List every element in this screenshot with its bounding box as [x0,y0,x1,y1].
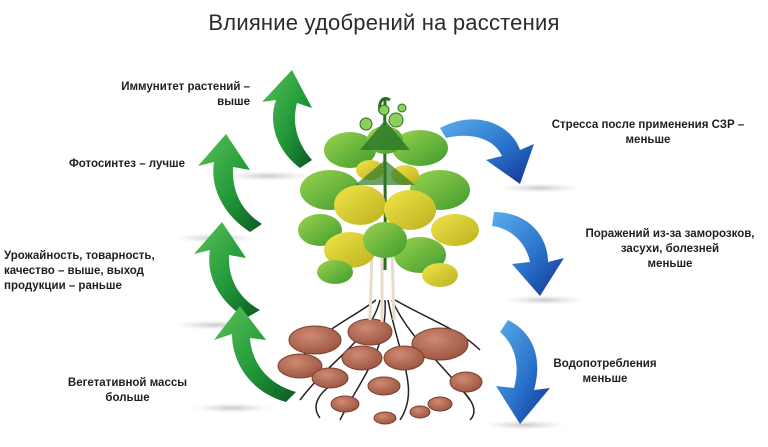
plant-stems [368,249,396,322]
effect-line: Иммунитет растений – [121,81,250,93]
plant-foliage [298,97,479,287]
blue-down-arrow-icon [440,119,534,184]
effect-photosynthesis-label: Фотосинтез – лучше [50,157,185,172]
effect-line: Поражений из-за заморозков, [585,228,755,240]
effect-line: меньше [625,134,671,146]
green-up-arrow-icon [262,70,312,168]
effect-line: засухи, болезней [620,243,720,255]
green-up-arrow-icon [214,306,296,402]
effect-line: больше [105,392,150,404]
effect-line: Вегетативной массы [67,377,188,389]
effect-immunity-label: Иммунитет растений – выше [108,80,250,110]
green-up-arrow-icon [194,222,260,318]
effect-yield-label: Урожайность, товарность, качество – выше… [4,249,182,294]
effect-line: меньше [647,258,693,270]
arrow-shadows [173,171,587,430]
potato-plant-illustration [277,97,483,425]
page-title: Влияние удобрений на расстения [208,10,560,35]
effect-vegetative-label: Вегетативной массы больше [60,376,195,406]
green-up-arrow-icon [198,134,262,232]
effect-line: Водопотребления [553,358,657,370]
effect-water-label: Водопотребления меньше [545,357,665,387]
effect-stress-label: Стресса после применения СЗР – меньше [548,118,748,148]
effect-line: качество – выше, выход [4,265,144,277]
effect-line: выше [217,96,250,108]
effect-line: продукции – раньше [4,280,122,292]
effect-frost-label: Поражений из-за заморозков, засухи, боле… [580,227,760,272]
effect-line: Стресса после применения СЗР – [551,119,745,131]
effect-line: Фотосинтез – лучше [68,158,185,170]
blue-down-arrow-icon [492,212,564,296]
blue-down-arrow-icon [496,320,550,424]
potato-tubers [277,318,483,425]
effect-line: меньше [582,373,628,385]
effect-line: Урожайность, товарность, [4,250,155,262]
